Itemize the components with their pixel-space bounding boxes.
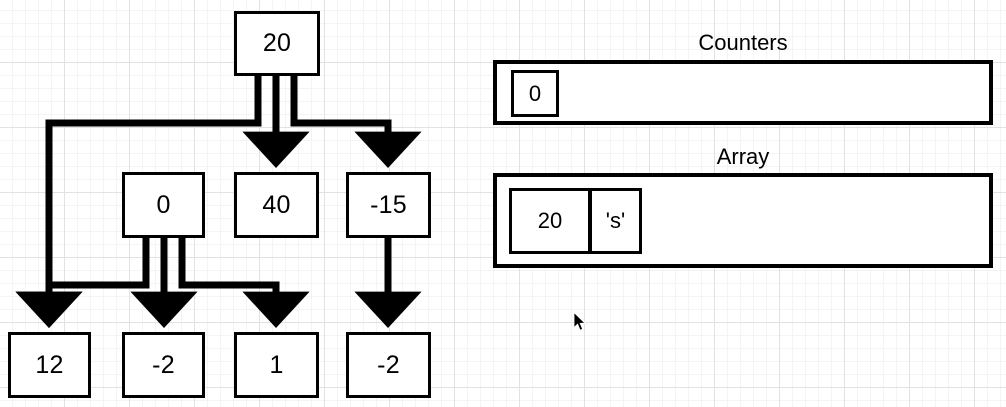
edge-root-to--15	[290, 76, 422, 168]
array-cell-0[interactable]: 20	[509, 188, 591, 254]
array-panel-title: Array	[716, 144, 770, 169]
tree-node-g3[interactable]: 1	[234, 332, 319, 398]
tree-node-c3[interactable]: -15	[346, 172, 431, 238]
counters-panel-box[interactable]	[493, 60, 993, 125]
tree-node-g4[interactable]: -2	[346, 332, 431, 398]
edge-root-to-0	[15, 76, 262, 328]
counters-panel-title: Counters	[698, 30, 788, 55]
edge-0-to-12	[15, 238, 150, 328]
edge-0-to-1	[178, 238, 310, 328]
tree-node-g1[interactable]: 12	[8, 332, 91, 398]
tree-node-root[interactable]: 20	[234, 11, 320, 76]
mouse-pointer-icon	[573, 312, 586, 331]
tree-node-c2[interactable]: 40	[234, 172, 319, 238]
array-cell-1[interactable]: 's'	[590, 188, 642, 254]
tree-node-g2[interactable]: -2	[122, 332, 205, 398]
tree-node-c1[interactable]: 0	[122, 172, 205, 238]
counters-cell-0[interactable]: 0	[511, 70, 559, 117]
